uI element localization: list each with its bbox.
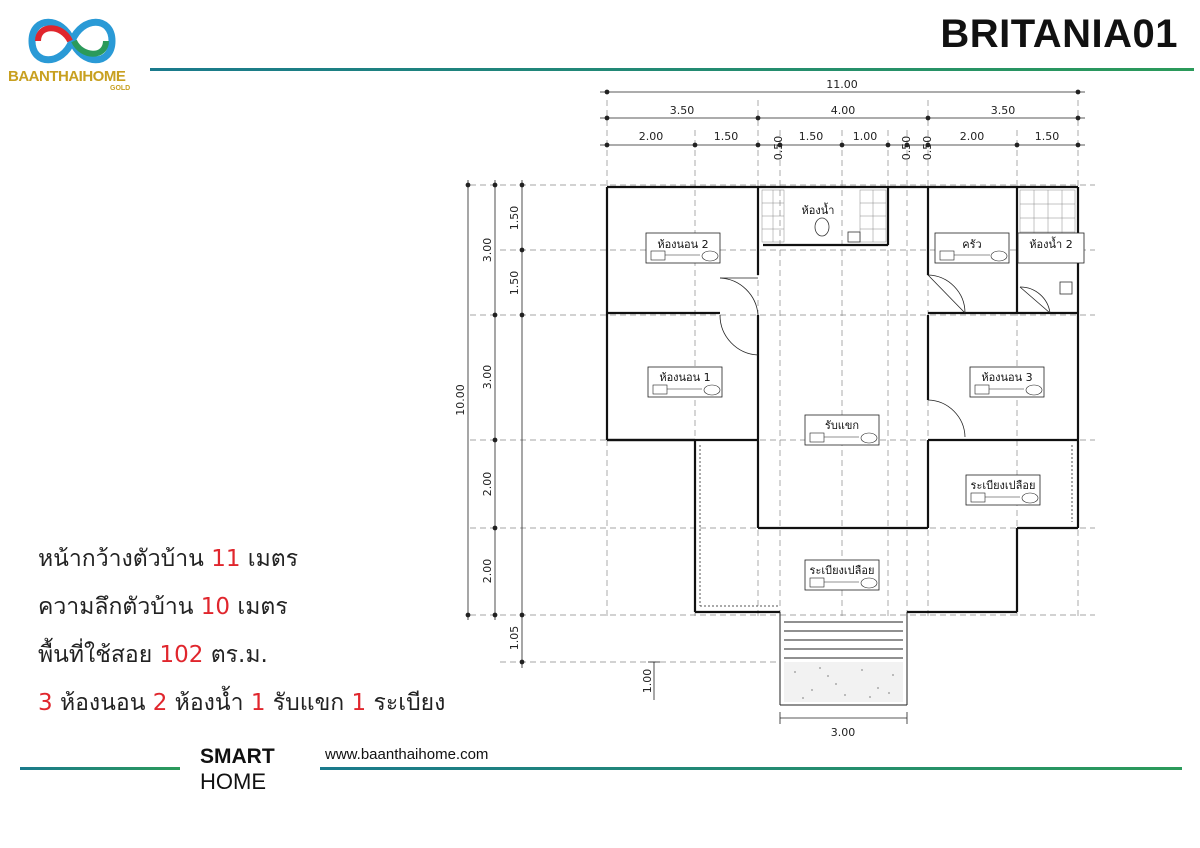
dim-top-small-9: 1.50 [1035,130,1060,143]
brand-name: BAANTHAIHOME [8,68,126,85]
footer-home: HOME [200,769,266,794]
dim-top-small-3: 0.50 [772,136,785,161]
dim-bottom: 3.00 [831,726,856,739]
info-area: พื้นที่ใช้สอย 102 ตร.ม. [38,642,268,668]
info-width: หน้ากว้างตัวบ้าน 11 เมตร [38,546,299,572]
dim-left-small-1: 1.50 [508,206,521,231]
room-label-bath1: ห้องน้ำ [802,202,835,217]
footer-divider-left [20,767,180,770]
dim-top-small-7: 0.50 [921,136,934,161]
infinity-logo-icon [28,18,116,64]
dim-top-small-6: 0.50 [900,136,913,161]
info-depth: ความลึกตัวบ้าน 10 เมตร [38,594,288,620]
brand-sub: GOLD [110,85,131,92]
header-divider [150,68,1194,71]
dim-top-small-1: 2.00 [639,130,664,143]
dim-top-small-8: 2.00 [960,130,985,143]
footer-url-link[interactable]: www.baanthaihome.com [325,746,489,763]
dim-top-total: 11.00 [826,78,858,91]
dim-top-small-2: 1.50 [714,130,739,143]
floor-plan: 11.00 3.50 4.00 3.50 2.00 1.50 0.50 1.50… [455,78,1095,739]
dim-top-mid-2: 4.00 [831,104,856,117]
footer-divider-right [320,767,1182,770]
dim-left-mid-1: 3.00 [481,238,494,263]
dim-left-mid-2: 3.00 [481,365,494,390]
dim-top-mid-1: 3.50 [670,104,695,117]
page-title: BRITANIA01 [940,12,1178,56]
room-label-bed2: ห้องนอน 2 [657,238,708,251]
dim-left-small-2: 1.50 [508,271,521,296]
room-label-kitchen: ครัว [962,238,981,251]
dim-left-mid-3: 2.00 [481,472,494,497]
room-label-balcony-right: ระเบียงเปลือย [971,479,1036,492]
room-label-bed1: ห้องนอน 1 [659,371,710,384]
dim-top-mid-3: 3.50 [991,104,1016,117]
footer-smart: SMART [200,745,275,768]
room-label-living: รับแขก [825,419,859,432]
dim-step: 1.00 [641,669,654,694]
room-label-balcony-front: ระเบียงเปลือย [810,564,875,577]
dim-top-small-5: 1.00 [853,130,878,143]
house-info: หน้ากว้างตัวบ้าน 11 เมตร ความลึกตัวบ้าน … [38,535,445,727]
dim-left-mid-4: 2.00 [481,559,494,584]
brand-logo [12,6,152,96]
dim-left-total: 10.00 [455,384,467,416]
dim-top-small-4: 1.50 [799,130,824,143]
room-label-bed3: ห้องนอน 3 [981,371,1032,384]
room-label-bath2: ห้องน้ำ 2 [1029,236,1072,251]
info-rooms: 3 ห้องนอน 2 ห้องน้ำ 1 รับแขก 1 ระเบียง [38,690,446,716]
dim-left-small-3: 1.05 [508,626,521,651]
